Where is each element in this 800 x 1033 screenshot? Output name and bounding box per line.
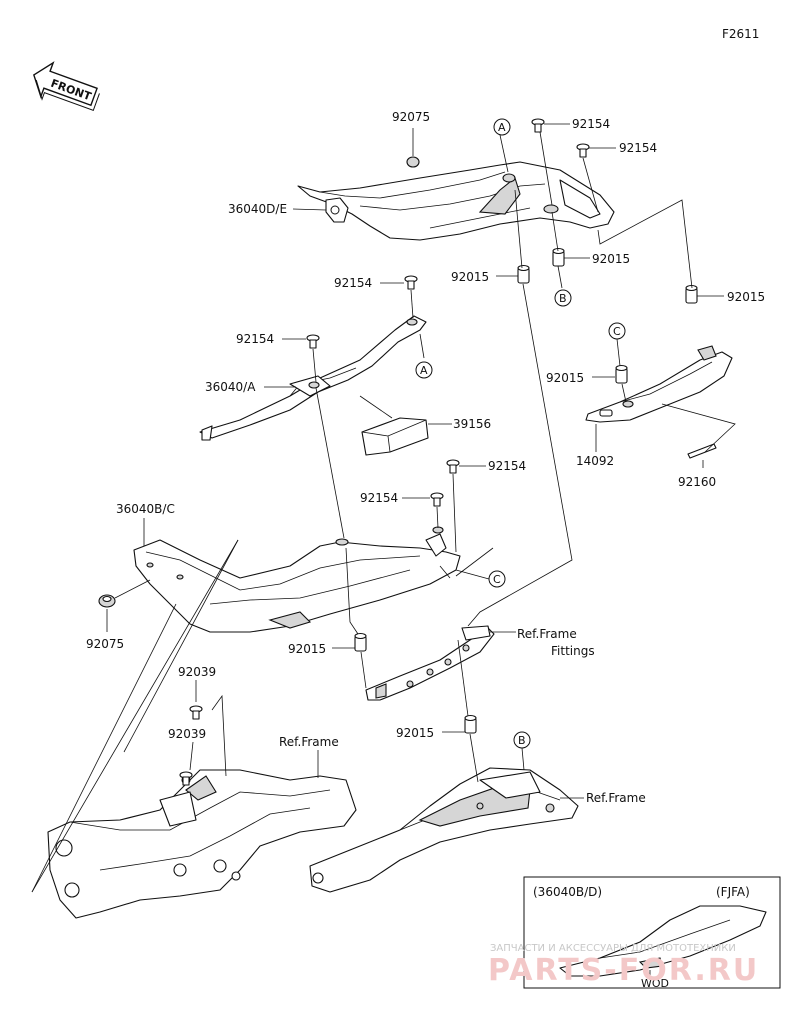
callout-a-top-label: A (498, 121, 506, 134)
frame-right (309, 767, 579, 893)
bolt-92154-c (404, 275, 418, 290)
collar-92015-d (615, 364, 628, 384)
label-36040de: 36040D/E (228, 202, 287, 216)
label-92160: 92160 (678, 475, 716, 489)
label-92015-e: 92015 (288, 642, 326, 656)
label-92154-c: 92154 (334, 276, 372, 290)
collar-92015-c (685, 284, 698, 304)
front-arrow-icon: FRONT (33, 61, 100, 112)
label-ref-frame-left: Ref.Frame (279, 735, 339, 749)
label-92015-c: 92015 (727, 290, 765, 304)
bolt-92154-d (306, 334, 320, 349)
callout-b-top-label: B (559, 292, 567, 305)
bolt-92039-b (179, 771, 193, 786)
label-92015-b: 92015 (592, 252, 630, 266)
label-92015-a: 92015 (451, 270, 489, 284)
label-ref-frame-right: Ref.Frame (586, 791, 646, 805)
callout-b-bottom-label: B (518, 734, 526, 747)
bolt-92154-f (430, 492, 444, 507)
collar-92015-e (354, 632, 367, 652)
label-92015-d: 92015 (546, 371, 584, 385)
watermark-line1: ЗАПЧАСТИ И АКСЕССУАРЫ ДЛЯ МОТОТЕХНИКИ (490, 943, 736, 954)
label-92154-b: 92154 (619, 141, 657, 155)
label-92015-f: 92015 (396, 726, 434, 740)
inset-bottom-label: WOD (641, 977, 669, 990)
label-92039-a: 92039 (178, 665, 216, 679)
callout-c-mid-label: C (493, 573, 501, 586)
label-92075-bottom: 92075 (86, 637, 124, 651)
pad-39156 (361, 417, 429, 456)
label-92039-b: 92039 (168, 727, 206, 741)
inset-left-label: (36040B/D) (533, 885, 602, 899)
cover-14092 (585, 345, 733, 423)
side-cover-36040bc (133, 526, 461, 633)
watermark-logo: PARTS-FOR.RU (488, 953, 759, 988)
grommet-92075-top (406, 156, 420, 168)
callout-b-top (554, 289, 572, 307)
bolt-92154-e (446, 459, 460, 474)
frame-left (47, 769, 357, 919)
pin-92160 (687, 443, 717, 459)
label-92154-a: 92154 (572, 117, 610, 131)
callout-c-top-label: C (613, 325, 621, 338)
grommet-92075-bottom (98, 594, 116, 608)
inset-right-label: (FJFA) (716, 885, 750, 899)
collar-92015-a (517, 264, 530, 284)
label-92154-f: 92154 (360, 491, 398, 505)
label-36040bc: 36040B/C (116, 502, 175, 516)
label-ref-frame-fittings-2: Fittings (551, 644, 595, 658)
callout-a-mid (415, 361, 433, 379)
frame-fittings-bracket (365, 625, 495, 701)
collar-92015-f (464, 714, 477, 734)
bolt-92039-a (189, 705, 203, 720)
collar-92015-b (552, 247, 565, 267)
figure-code: F2611 (722, 27, 759, 41)
label-ref-frame-fittings-1: Ref.Frame (517, 627, 577, 641)
callout-a-top (493, 118, 511, 136)
callout-a-mid-label: A (420, 364, 428, 377)
inner-cover-36040a (199, 315, 427, 441)
tail-cover-upper (297, 156, 615, 241)
label-14092: 14092 (576, 454, 614, 468)
label-92154-e: 92154 (488, 459, 526, 473)
label-39156: 39156 (453, 417, 491, 431)
variant-inset-box: (36040B/D) (FJFA) WOD (523, 876, 781, 990)
bolt-92154-a (531, 118, 545, 133)
bolt-92154-b (576, 143, 590, 158)
label-36040a: 36040/A (205, 380, 256, 394)
label-92154-d: 92154 (236, 332, 274, 346)
label-92075-top: 92075 (392, 110, 430, 124)
